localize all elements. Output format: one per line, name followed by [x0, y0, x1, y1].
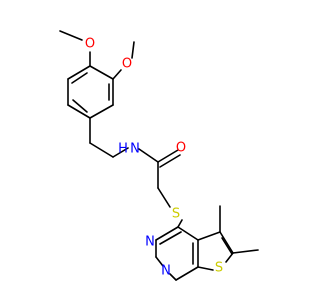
hydrogen-amide-label: H — [118, 142, 128, 157]
bond-lines — [59, 30, 259, 281]
molecule-structure: O O N H O S N N S — [59, 30, 259, 281]
oxygen-methoxy-right-label: O — [122, 57, 132, 72]
nitrogen-pyrimidine-left-label: N — [145, 235, 155, 250]
sulfur-thioether-label: S — [172, 207, 180, 222]
atom-labels: O O N H O S N N S — [85, 37, 223, 279]
nitrogen-amide-label: N — [130, 142, 140, 157]
nitrogen-pyrimidine-bottom-label: N — [161, 264, 171, 279]
oxygen-methoxy-top-label: O — [85, 37, 95, 52]
oxygen-carbonyl-label: O — [176, 141, 186, 156]
sulfur-thiophene-label: S — [215, 261, 223, 276]
